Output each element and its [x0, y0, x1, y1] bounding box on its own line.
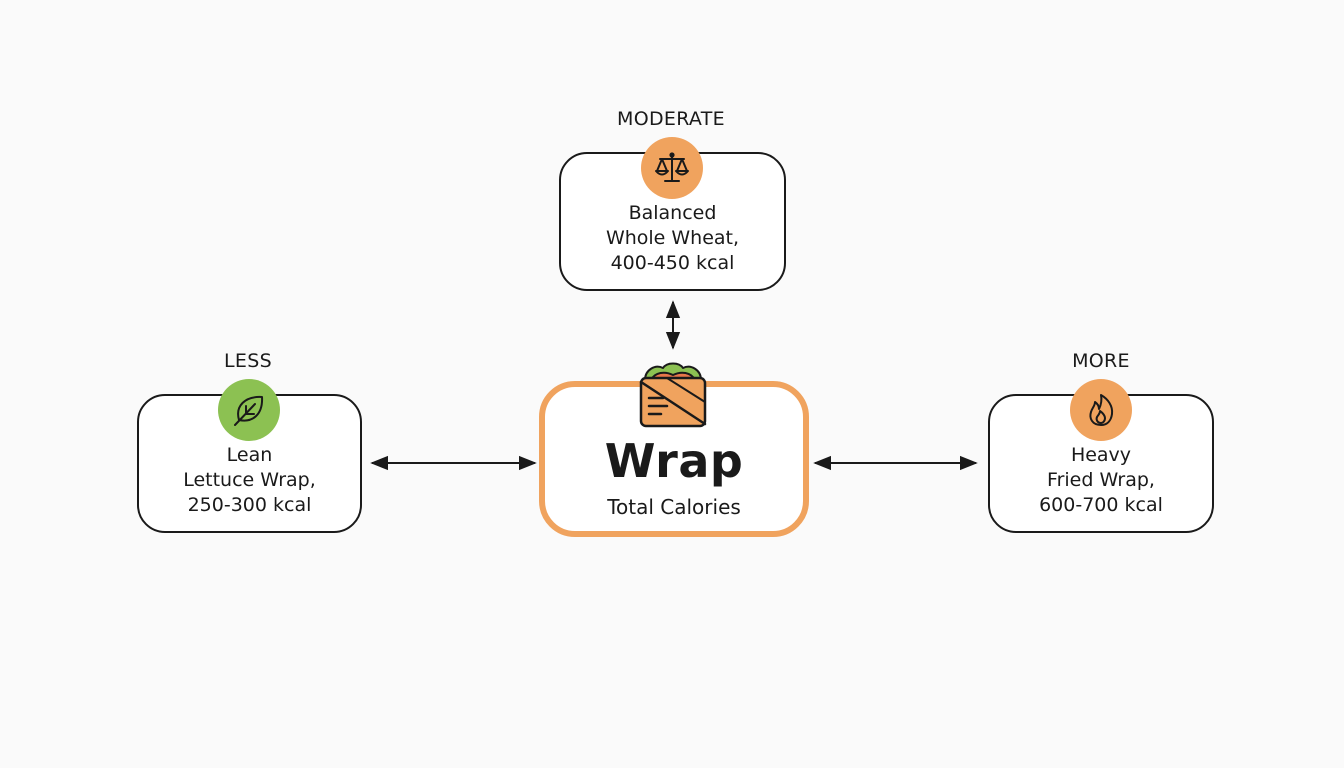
- option-name: Lean: [226, 444, 273, 466]
- badge-moderate: [641, 137, 703, 199]
- tier-label-moderate: MODERATE: [617, 108, 725, 130]
- center-subtitle: Total Calories: [607, 495, 741, 519]
- center-title: Wrap: [604, 434, 744, 488]
- option-name: Balanced: [628, 202, 717, 224]
- option-type: Whole Wheat,: [605, 227, 740, 249]
- tier-label-less: LESS: [224, 350, 272, 372]
- leaf-icon: [234, 395, 264, 426]
- option-calories: 600-700 kcal: [1039, 494, 1163, 516]
- option-card-less: Lean Lettuce Wrap, 250-300 kcal: [137, 394, 362, 533]
- tier-label-more: MORE: [1072, 350, 1130, 372]
- option-name: Heavy: [1070, 444, 1132, 466]
- wrap-icon: [639, 362, 707, 428]
- option-type: Lettuce Wrap,: [183, 469, 316, 491]
- scales-icon: [655, 152, 689, 182]
- flame-icon: [1089, 394, 1114, 426]
- badge-less: [218, 379, 280, 441]
- option-calories: 400-450 kcal: [610, 252, 735, 274]
- option-type: Fried Wrap,: [1047, 469, 1155, 491]
- badge-more: [1070, 379, 1132, 441]
- option-calories: 250-300 kcal: [187, 494, 312, 516]
